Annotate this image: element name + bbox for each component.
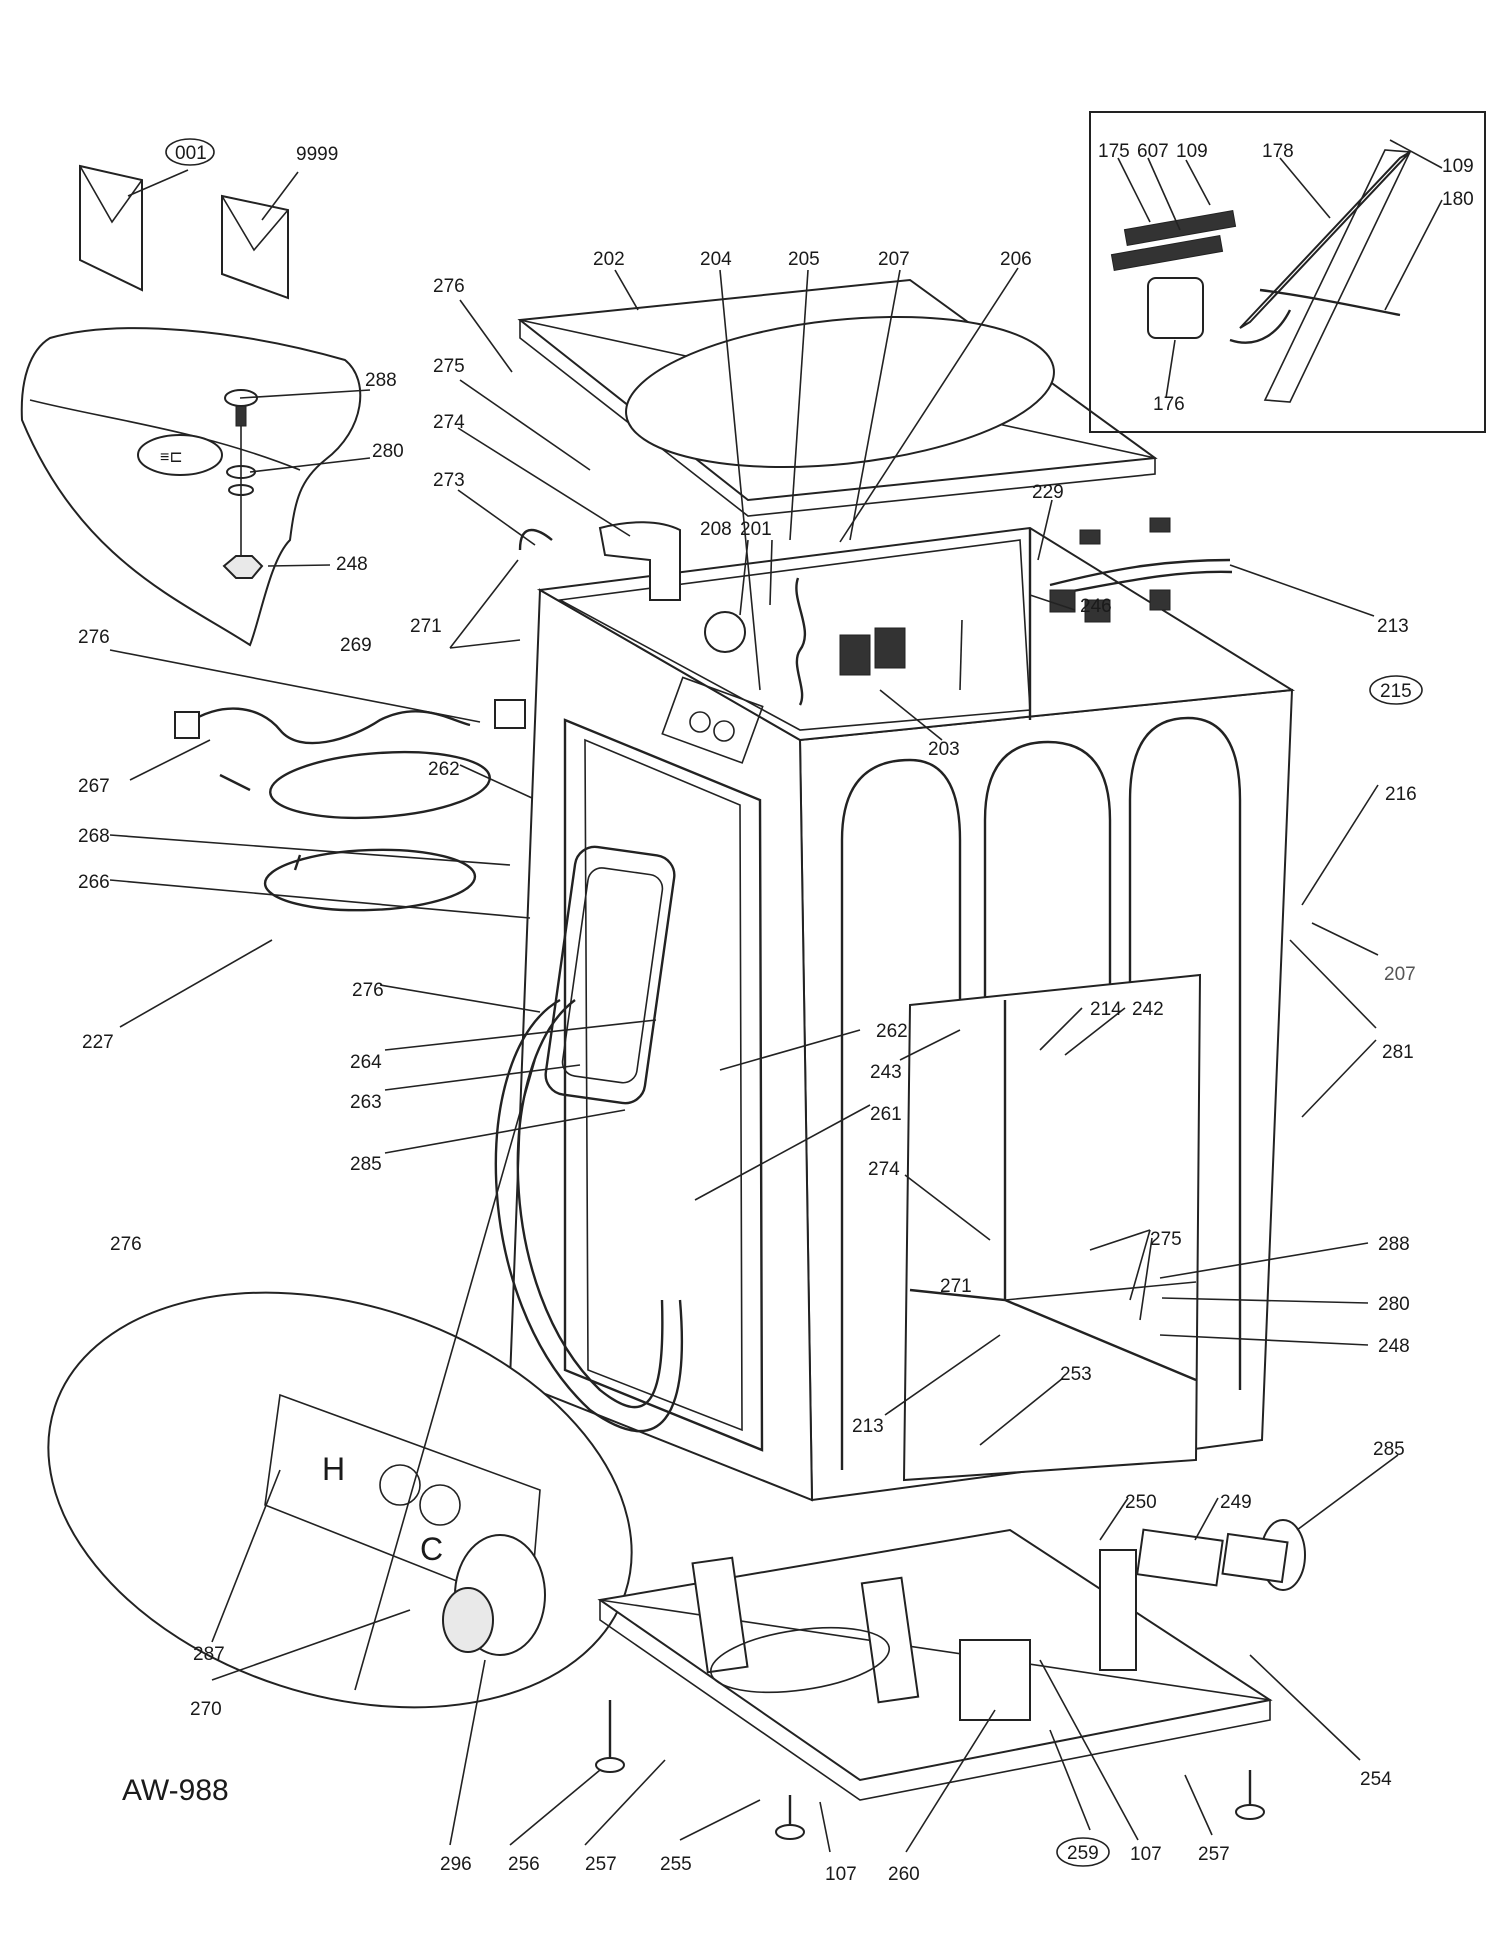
callout-287: 287 bbox=[193, 1644, 225, 1665]
callout-214: 214 bbox=[1090, 999, 1122, 1020]
callout-274: 274 bbox=[868, 1159, 900, 1180]
callout-176: 176 bbox=[1153, 394, 1185, 415]
callout-269: 269 bbox=[340, 635, 372, 656]
top-cover-detail: ≡⊏ bbox=[20, 327, 362, 647]
callout-263: 263 bbox=[350, 1092, 382, 1113]
callout-201: 201 bbox=[740, 519, 772, 540]
callout-215: 215 bbox=[1380, 681, 1412, 702]
callout-216: 216 bbox=[1385, 784, 1417, 805]
callout-175: 175 bbox=[1098, 141, 1130, 162]
callout-227: 227 bbox=[82, 1032, 114, 1053]
callout-circle-001 bbox=[165, 138, 215, 166]
callout-270: 270 bbox=[190, 1699, 222, 1720]
callout-208: 208 bbox=[700, 519, 732, 540]
inlet-hoses bbox=[219, 750, 491, 912]
callout-280: 280 bbox=[1378, 1294, 1410, 1315]
callout-268: 268 bbox=[78, 826, 110, 847]
hoses-top-left bbox=[518, 521, 681, 601]
callout-243: 243 bbox=[870, 1062, 902, 1083]
callout-248: 248 bbox=[1378, 1336, 1410, 1357]
cold-marking: C bbox=[420, 1531, 443, 1567]
callout-267: 267 bbox=[78, 776, 110, 797]
leader-lines bbox=[109, 139, 1443, 1853]
callout-178: 178 bbox=[1262, 141, 1294, 162]
model-number: AW-988 bbox=[122, 1774, 229, 1807]
callout-203: 203 bbox=[928, 739, 960, 760]
callout-276: 276 bbox=[352, 980, 384, 1001]
document-packet-9999 bbox=[221, 194, 289, 300]
callout-288: 288 bbox=[1378, 1234, 1410, 1255]
front-panel-detail: H C bbox=[47, 1291, 633, 1709]
callout-273: 273 bbox=[433, 470, 465, 491]
callout-288: 288 bbox=[365, 370, 397, 391]
callout-253: 253 bbox=[1060, 1364, 1092, 1385]
callout-257: 257 bbox=[585, 1854, 617, 1875]
hot-marking: H bbox=[322, 1451, 345, 1487]
callout-285: 285 bbox=[1373, 1439, 1405, 1460]
callout-204: 204 bbox=[700, 249, 732, 270]
callout-labels: 001 9999 202 204 205 207 206 276 275 274… bbox=[78, 138, 1474, 1885]
callout-255: 255 bbox=[660, 1854, 692, 1875]
callout-271: 271 bbox=[410, 616, 442, 637]
callout-207: 207 bbox=[878, 249, 910, 270]
callout-281: 281 bbox=[1382, 1042, 1414, 1063]
power-cord bbox=[174, 699, 526, 745]
callout-266: 266 bbox=[78, 872, 110, 893]
callout-109: 109 bbox=[1176, 141, 1208, 162]
callout-206: 206 bbox=[1000, 249, 1032, 270]
callout-109: 109 bbox=[1442, 156, 1474, 177]
callout-257: 257 bbox=[1198, 1844, 1230, 1865]
wiring-harness bbox=[1049, 517, 1233, 623]
document-packet-001 bbox=[79, 164, 143, 292]
callout-275: 275 bbox=[433, 356, 465, 377]
callout-259: 259 bbox=[1067, 1843, 1099, 1864]
top-panel-lid bbox=[517, 278, 1158, 517]
callout-276: 276 bbox=[433, 276, 465, 297]
brand-logo-mark: ≡⊏ bbox=[160, 449, 183, 466]
callout-275: 275 bbox=[1150, 1229, 1182, 1250]
callout-262: 262 bbox=[428, 759, 460, 780]
callout-280: 280 bbox=[372, 441, 404, 462]
cabinet-body bbox=[494, 526, 1296, 1502]
callout-271: 271 bbox=[940, 1276, 972, 1297]
callout-607: 607 bbox=[1137, 141, 1169, 162]
inlet-valves bbox=[704, 577, 906, 706]
callout-9999: 9999 bbox=[296, 144, 338, 165]
callout-254: 254 bbox=[1360, 1769, 1392, 1790]
leveling-feet bbox=[595, 1700, 1265, 1840]
callout-246: 246 bbox=[1080, 596, 1112, 617]
callout-107: 107 bbox=[1130, 1844, 1162, 1865]
callout-249: 249 bbox=[1220, 1492, 1252, 1513]
base-assembly bbox=[597, 1528, 1273, 1801]
callout-276: 276 bbox=[78, 627, 110, 648]
callout-001: 001 bbox=[175, 143, 207, 164]
callout-276: 276 bbox=[110, 1234, 142, 1255]
callout-circle-215 bbox=[1369, 675, 1423, 705]
callout-180: 180 bbox=[1442, 189, 1474, 210]
callout-274: 274 bbox=[433, 412, 465, 433]
callout-242: 242 bbox=[1132, 999, 1164, 1020]
callout-264: 264 bbox=[350, 1052, 382, 1073]
drain-pump bbox=[1136, 1519, 1306, 1591]
callout-213: 213 bbox=[1377, 616, 1409, 637]
callout-262: 262 bbox=[876, 1021, 908, 1042]
callout-107: 107 bbox=[825, 1864, 857, 1885]
callout-250: 250 bbox=[1125, 1492, 1157, 1513]
callout-202: 202 bbox=[593, 249, 625, 270]
callout-296: 296 bbox=[440, 1854, 472, 1875]
callout-circle-259 bbox=[1056, 1837, 1110, 1867]
callout-205: 205 bbox=[788, 249, 820, 270]
callout-207: 207 bbox=[1384, 964, 1416, 985]
callout-256: 256 bbox=[508, 1854, 540, 1875]
inset-detail-box bbox=[1089, 111, 1486, 433]
callout-261: 261 bbox=[870, 1104, 902, 1125]
callout-213: 213 bbox=[852, 1416, 884, 1437]
callout-229: 229 bbox=[1032, 482, 1064, 503]
callout-260: 260 bbox=[888, 1864, 920, 1885]
callout-248: 248 bbox=[336, 554, 368, 575]
callout-285: 285 bbox=[350, 1154, 382, 1175]
